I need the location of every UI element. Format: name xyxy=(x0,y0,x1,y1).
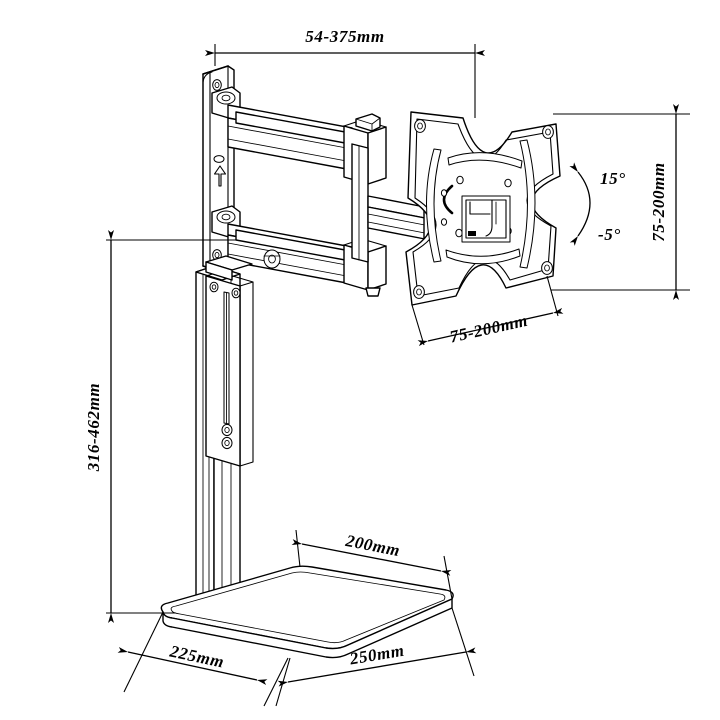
lower-articulating-arm xyxy=(211,205,387,297)
dimension-label-vesa-vertical: 75-200mm xyxy=(649,162,668,241)
tilt-down-label: -5° xyxy=(598,225,621,244)
vesa-slot-top xyxy=(447,152,523,169)
vesa-slot-bottom xyxy=(445,248,521,265)
tilt-up-label: 15° xyxy=(600,169,626,188)
dimension-arm-extension-range: 54-375mm xyxy=(205,27,485,118)
column-slider-bracket xyxy=(205,255,254,467)
up-orientation-arrow xyxy=(213,165,227,187)
arm-vertical-link xyxy=(351,143,369,263)
tilt-range-indicator: 15° -5° xyxy=(569,162,626,246)
vesa-mounting-plate xyxy=(405,111,561,306)
dimension-label-arm-extension: 54-375mm xyxy=(305,27,384,46)
dimension-vesa-vertical-range: 75-200mm xyxy=(551,104,690,300)
dimension-column-height-range: 316-462mm xyxy=(84,230,238,623)
vesa-slot-right xyxy=(519,139,536,269)
vesa-slot-left xyxy=(426,148,442,263)
upper-articulating-arm xyxy=(211,86,387,185)
vesa-center-bracket xyxy=(461,195,511,243)
dimension-label-column-height: 316-462mm xyxy=(84,383,103,473)
dimension-base-width: 250mm xyxy=(275,607,477,707)
base-plate xyxy=(160,565,454,659)
